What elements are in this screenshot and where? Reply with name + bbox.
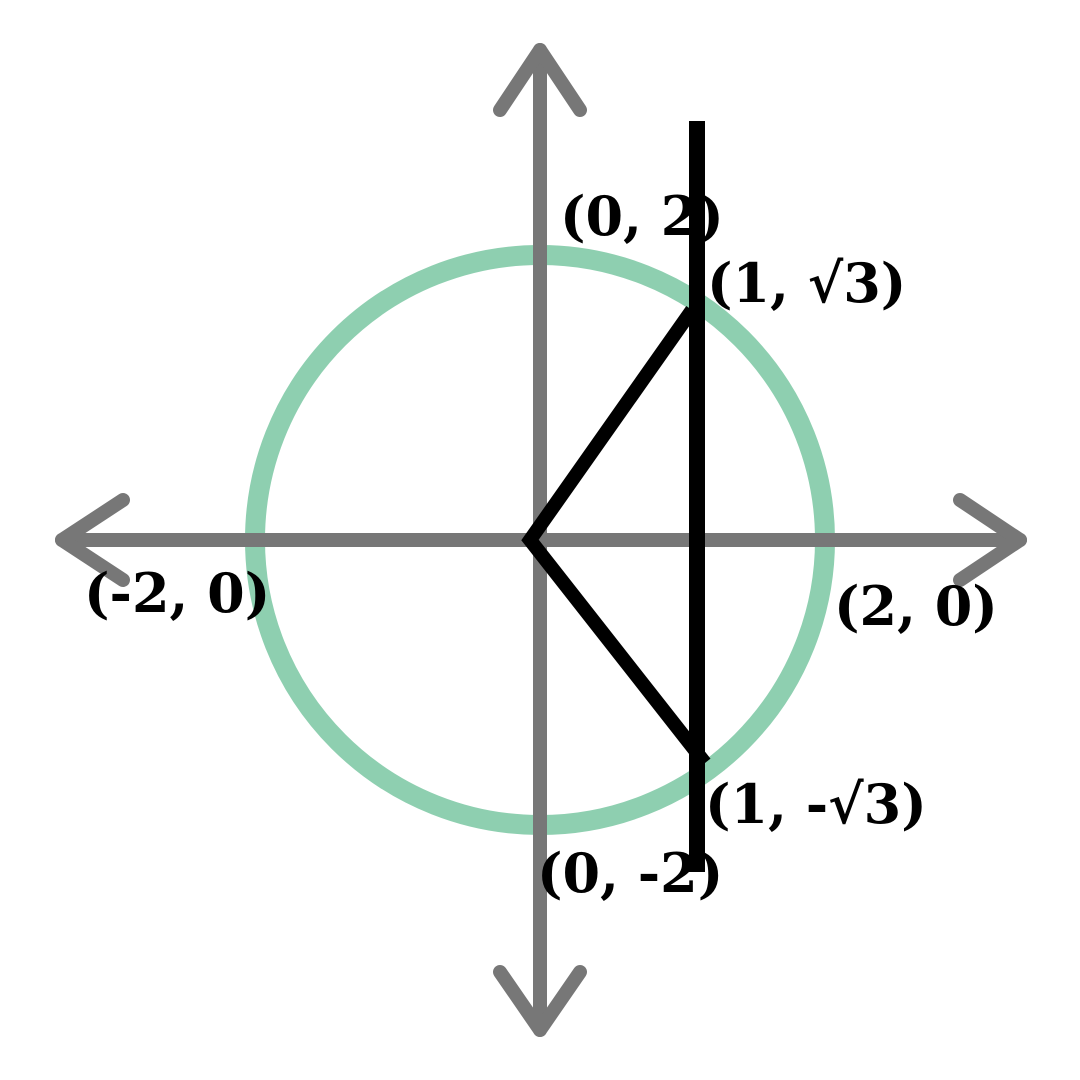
- x-axis-left-arrowhead: [55, 493, 130, 587]
- y-axis-bottom-arrowhead: [493, 965, 587, 1037]
- label-bottom-point: (0, -2): [537, 841, 723, 905]
- x-axis-right-arrowhead: [953, 493, 1027, 587]
- label-left-point: (-2, 0): [84, 561, 270, 625]
- label-right-point: (2, 0): [834, 574, 998, 638]
- radius-segments: [521, 305, 711, 768]
- label-top-point: (0, 2): [560, 184, 724, 248]
- label-lower-intersection: (1, -√3): [705, 772, 927, 836]
- y-axis-top-arrowhead: [493, 43, 587, 117]
- y-axis: [493, 43, 587, 1037]
- label-upper-intersection: (1, √3): [707, 251, 906, 315]
